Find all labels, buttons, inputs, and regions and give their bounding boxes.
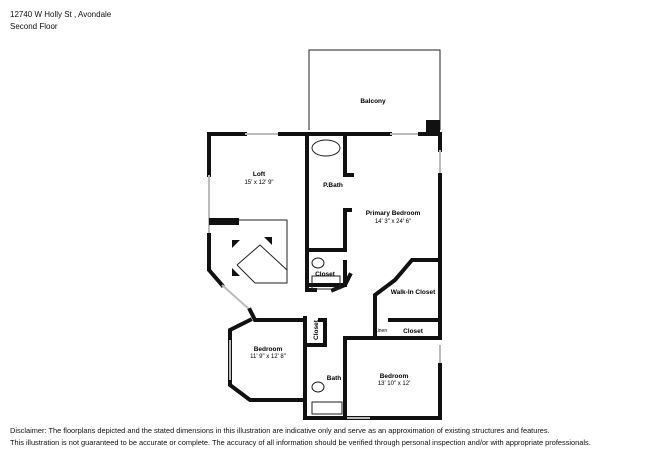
- walls: [207, 132, 442, 420]
- room-label-balcony: Balcony: [360, 98, 386, 105]
- room-label-closet-2: Closet: [403, 328, 424, 335]
- room-label-primary-bedroom: Primary Bedroom: [366, 210, 421, 217]
- room-dims-bedroom-2: 13' 10" x 12': [378, 381, 410, 387]
- bathtub-icon: [311, 401, 343, 415]
- bathtub-icon: [311, 139, 341, 157]
- disclaimer-line-1: Disclaimer: The floorplans depicted and …: [10, 426, 550, 435]
- room-label-loft: Loft: [253, 171, 266, 178]
- room-label-closet-3: Closet: [313, 319, 320, 340]
- room-label-linen: Linen: [375, 328, 387, 334]
- room-label-pbath: P.Bath: [323, 182, 343, 189]
- column: [426, 120, 440, 134]
- disclaimer-line-2: This illustration is not guaranteed to b…: [10, 438, 591, 447]
- room-label-bedroom-1: Bedroom: [254, 346, 283, 353]
- room-dims-primary-bedroom: 14' 3" x 24' 6": [375, 219, 411, 225]
- room-dims-loft: 15' x 12' 9": [244, 180, 273, 186]
- shower-icon: [311, 275, 341, 290]
- room-label-walk-in-closet: Walk-In Closet: [391, 289, 436, 296]
- address: 12740 W Holly St , Avondale: [10, 10, 112, 19]
- balcony-outline: [308, 49, 441, 130]
- room-dims-bedroom-1: 11' 9" x 12' 8": [250, 354, 286, 360]
- toilet-icon: [311, 257, 325, 269]
- toilet-icon: [311, 381, 325, 393]
- floor-label: Second Floor: [10, 22, 58, 31]
- stair-arrow-icon: [232, 237, 272, 276]
- room-label-bath: Bath: [327, 375, 341, 382]
- room-label-closet: Closet: [315, 271, 336, 278]
- room-label-bedroom-2: Bedroom: [380, 373, 409, 380]
